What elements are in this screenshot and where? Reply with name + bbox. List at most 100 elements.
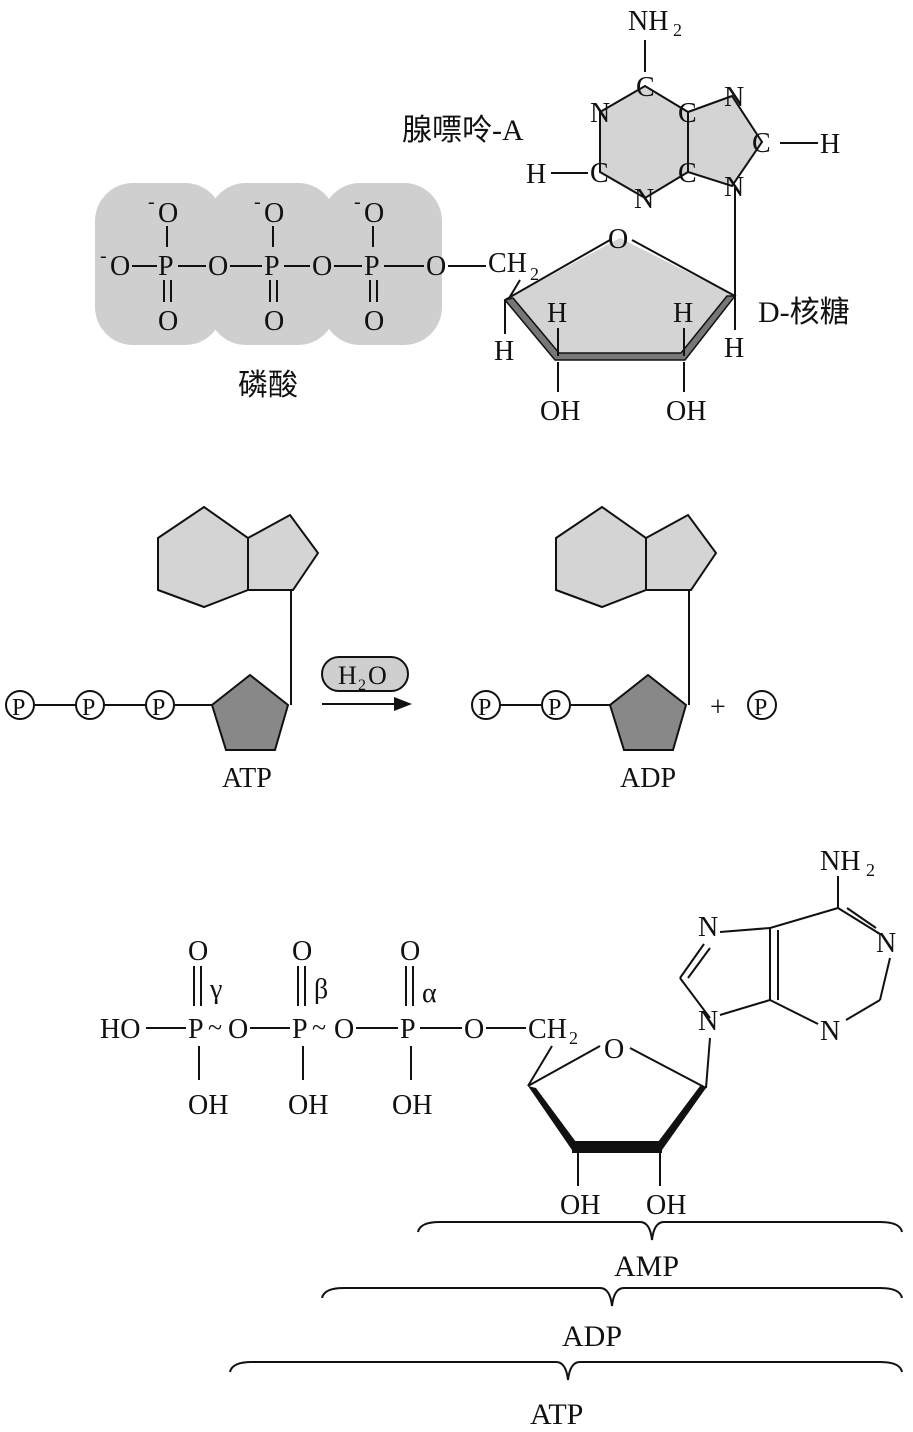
atom-p: P [400,1014,416,1045]
subscript-2: 2 [866,860,875,880]
subscript-2: 2 [530,264,539,284]
atom-h: H [526,159,546,190]
high-energy-bond: ~ [208,1013,222,1042]
subscript-2: 2 [673,20,682,40]
atom-c: C [590,158,609,189]
hydroxyl-terminal: HO [100,1014,140,1045]
adenine-five-ring [687,94,764,188]
atom-o: O [158,198,178,229]
atp-brace [229,1361,903,1381]
atom-o: O [188,936,208,967]
atom-n: N [724,82,744,113]
atom-o: O [334,1014,354,1045]
section-2-atp-hydrolysis: P P P ATP H 2 O P P + P ADP [5,505,777,794]
atom-o: O [158,306,178,337]
beta-label: β [314,974,328,1005]
phosphate-symbol: P [152,695,165,721]
minus-sign: - [148,191,155,213]
amino-group: NH [820,846,860,877]
atp-label: ATP [530,1398,583,1431]
minus-sign: - [100,245,107,267]
atom-p: P [292,1014,308,1045]
adp-ribose-pentagon [608,673,688,751]
atom-p: P [264,251,280,282]
atom-c: C [636,72,655,103]
hydroxyl-beta: OH [288,1090,328,1121]
atom-o: O [312,251,332,282]
atom-h: H [820,129,840,160]
adp-adenine-pentagon [645,513,718,591]
atom-n: N [590,98,610,129]
section-1-detailed-structure: O - P O P O P O O - O - O - O O O 磷酸 [95,6,850,427]
adenine-label: 腺嘌呤-A [402,114,524,147]
section-3-structural-formula: HO P ~ O P ~ O P O CH 2 O γ O β O α OH O… [100,846,903,1431]
phosphate-gamma-blob [95,183,223,345]
phosphate-circle [145,690,175,720]
gamma-label: γ [209,974,222,1005]
atom-o: O [264,198,284,229]
amino-group: NH [628,6,668,37]
atom-h: H [547,298,567,329]
ribose-bold-bond [572,1141,662,1153]
atom-p: P [158,251,174,282]
atom-c: C [678,98,697,129]
high-energy-bond: ~ [312,1013,326,1042]
atom-o: O [228,1014,248,1045]
ribose-wedge-right [658,1086,706,1150]
ribose-wedge-left [528,1086,576,1150]
atom-c: C [752,128,771,159]
adp-adenine-hexagon [555,505,647,609]
atom-o: O [464,1014,484,1045]
atp-label: ATP [222,763,272,794]
ring-oxygen: O [608,224,628,255]
atom-p: P [364,251,380,282]
alpha-label: α [422,978,437,1009]
phosphate-symbol: P [12,695,25,721]
atom-n: N [634,184,654,215]
phosphate-symbol: P [754,695,767,721]
phosphate-beta-blob [208,183,336,345]
water-subscript: 2 [358,677,366,694]
atom-c: C [678,158,697,189]
ribose-label: D-核糖 [758,296,850,329]
ribose-ring-bottom-edge [503,295,737,361]
adp-label: ADP [620,763,676,794]
hydroxyl-alpha: OH [392,1090,432,1121]
phosphate-symbol: P [478,695,491,721]
plus-sign: + [710,692,726,723]
atom-ch2: CH [488,248,527,279]
atp-ribose-pentagon [210,673,290,751]
adp-brace [321,1287,903,1307]
phosphate-alpha-blob [322,183,442,345]
atom-o: O [364,198,384,229]
water-oxygen: O [368,661,387,690]
atom-n9: N [698,1006,718,1037]
ring-oxygen: O [604,1034,624,1065]
atom-n: N [724,172,744,203]
hydroxyl-3prime: OH [646,1190,686,1221]
atom-n7: N [698,912,718,943]
atom-h: H [724,333,744,364]
atom-o: O [264,306,284,337]
amp-brace [417,1221,903,1241]
water-pill [321,656,409,692]
atom-o: O [292,936,312,967]
hydroxyl-2: OH [540,396,580,427]
atom-n1: N [876,928,896,959]
phosphate-circle [541,690,571,720]
atp-adenine-pentagon [247,513,320,591]
phosphate-label: 磷酸 [238,369,298,402]
phosphate-symbol: P [548,695,561,721]
adp-label: ADP [562,1320,622,1353]
atom-o: O [208,251,228,282]
atom-n3: N [820,1016,840,1047]
atom-p: P [188,1014,204,1045]
phosphate-circle [747,690,777,720]
hydroxyl-3: OH [666,396,706,427]
water-label: H [338,661,357,690]
minus-sign: - [254,191,261,213]
atom-o: O [426,251,446,282]
atom-o: O [400,936,420,967]
